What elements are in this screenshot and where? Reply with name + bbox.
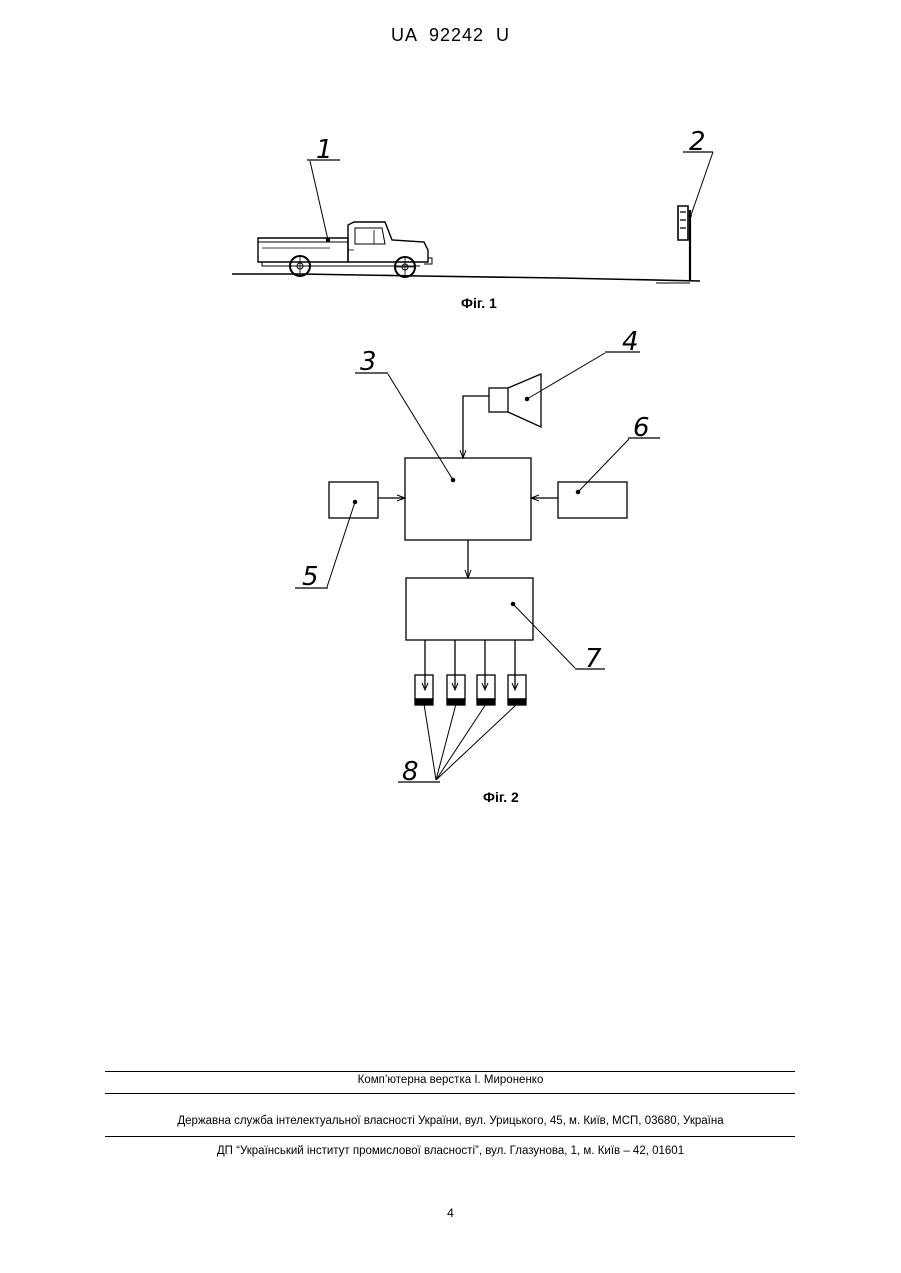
label-6-leader (578, 439, 629, 492)
ref-label-6: 6 (633, 413, 650, 443)
ref-label-3: 3 (360, 347, 377, 377)
label-3-leader (388, 374, 453, 480)
footer-rule-bottom (105, 1136, 795, 1137)
ref-label-7: 7 (585, 644, 602, 674)
label-4-leader (527, 353, 605, 399)
ref-label-8: 8 (402, 757, 419, 787)
figure-1 (232, 152, 713, 283)
label-5-leader (327, 502, 355, 587)
ref-label-5: 5 (302, 562, 319, 592)
label-1-leader (310, 161, 328, 240)
speaker-to-controller-line (463, 396, 489, 458)
block-4-speaker (489, 374, 541, 427)
patent-drawings: 1 3 2 3 4 5 6 7 8 (0, 0, 901, 820)
block-8-actuators (415, 640, 526, 705)
figure-2-caption: Фіг. 2 (483, 789, 519, 805)
footer-agency: Державна служба інтелектуальної власност… (0, 1115, 901, 1127)
truck-drawing (258, 222, 432, 277)
block-6-input (558, 482, 627, 518)
ref-label-4: 4 (622, 327, 639, 357)
footer-rule-top (105, 1071, 795, 1072)
footer-layout-credit: Комп’ютерна верстка І. Мироненко (0, 1074, 901, 1086)
label-8-leaders (424, 704, 517, 780)
figure-2 (295, 352, 660, 782)
footer-rule-middle (105, 1093, 795, 1094)
label-7-leader (513, 604, 575, 668)
ref-label-1: 1 (316, 135, 333, 165)
figure-1-caption: Фіг. 1 (461, 295, 497, 311)
footer-publisher: ДП “Український інститут промислової вла… (0, 1145, 901, 1157)
ref-label-2-text: 2 (689, 127, 706, 157)
page-number: 4 (0, 1206, 901, 1220)
block-7-driver (406, 578, 533, 640)
block-5-input (329, 482, 378, 518)
label-2-leader (690, 152, 713, 218)
block-3-controller (405, 458, 531, 540)
